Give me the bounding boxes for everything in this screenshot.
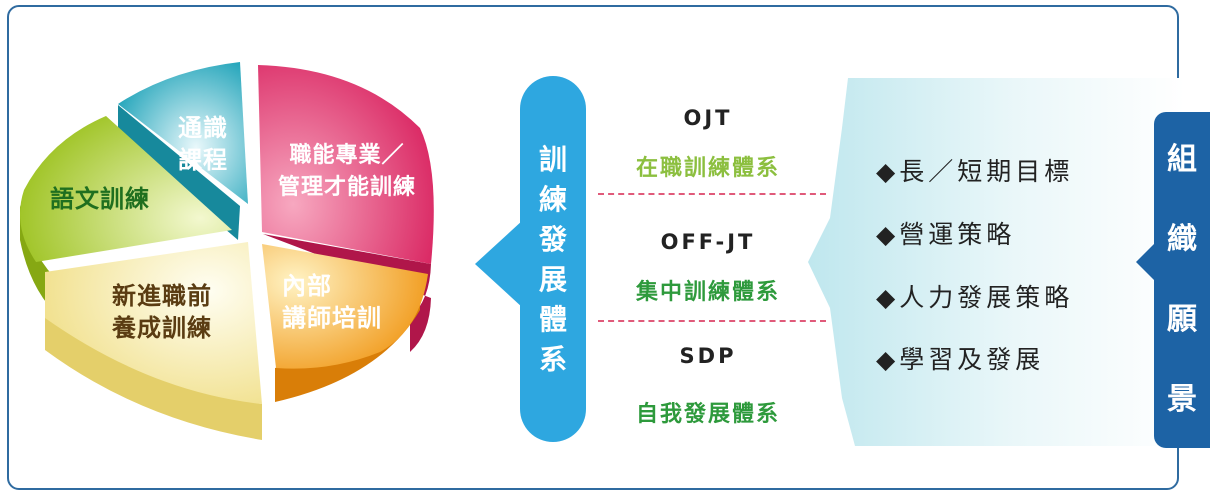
system-name-offjt: 集中訓練體系 (635, 280, 780, 305)
pie-label-line: 管理才能訓練 (278, 175, 417, 200)
pie-label-line: 講師培訓 (282, 304, 382, 332)
system-code-offjt: OFF-JT (660, 230, 756, 254)
pillar-char: 展 (538, 263, 567, 296)
system-divider (598, 320, 826, 322)
system-code-ojt: OJT (683, 106, 733, 130)
pie-label-line: 內部 (282, 272, 332, 300)
pie-segment-language (20, 116, 232, 262)
pie-segment-professional (258, 65, 434, 264)
goal-item: ◆人力發展策略 (876, 283, 1074, 312)
pie-label-professional: 職能專業／ 管理才能訓練 (278, 140, 416, 204)
goals-panel (808, 78, 1185, 446)
vision-arrow (1136, 242, 1156, 282)
pie-label-line: 養成訓練 (112, 314, 212, 342)
pie-wall-pink (263, 234, 431, 352)
pillar-char: 發 (538, 223, 567, 256)
pie-wall-orange (275, 276, 420, 402)
pillar-char: 練 (538, 183, 567, 216)
pie-label-line: 職能專業／ (289, 143, 405, 168)
vision-char: 組 (1167, 142, 1197, 177)
pie-wall-teal (118, 105, 240, 240)
pie-label-language: 語文訓練 (50, 183, 150, 215)
pillar-char: 體 (538, 303, 567, 336)
goal-item: ◆營運策略 (876, 220, 1016, 249)
system-name-sdp: 自我發展體系 (635, 402, 780, 427)
pie-label-line: 語文訓練 (50, 185, 150, 213)
pie-label-line: 通識 (178, 114, 228, 142)
pie-segment-general (118, 62, 248, 204)
vision-char: 織 (1167, 222, 1197, 257)
pie-label-instructor: 內部 講師培訓 (282, 270, 382, 334)
pie-segment-instructor (262, 244, 428, 369)
pillar-char: 系 (538, 343, 567, 376)
goal-item: ◆學習及發展 (876, 345, 1045, 374)
pillar-title: 訓 練 發 展 體 系 (520, 140, 586, 380)
training-pie (20, 62, 434, 440)
system-code-sdp: SDP (679, 344, 737, 368)
vision-title: 組 織 願 景 (1154, 120, 1210, 440)
organization-vision-tab (1154, 112, 1210, 448)
vision-char: 景 (1167, 382, 1197, 417)
pie-label-line: 課程 (178, 146, 228, 174)
goal-item: ◆長／短期目標 (876, 157, 1074, 186)
pillar-char: 訓 (538, 143, 567, 176)
pillar-arrow (475, 220, 523, 308)
pie-label-line: 新進職前 (112, 282, 212, 310)
system-name-ojt: 在職訓練體系 (635, 156, 780, 181)
pie-label-general: 通識 課程 (178, 112, 228, 176)
pie-label-newcomer: 新進職前 養成訓練 (112, 280, 212, 344)
vision-char: 願 (1167, 302, 1197, 337)
training-system-pillar (520, 76, 586, 442)
system-divider (598, 193, 826, 195)
pie-segment-newcomer (45, 242, 262, 404)
